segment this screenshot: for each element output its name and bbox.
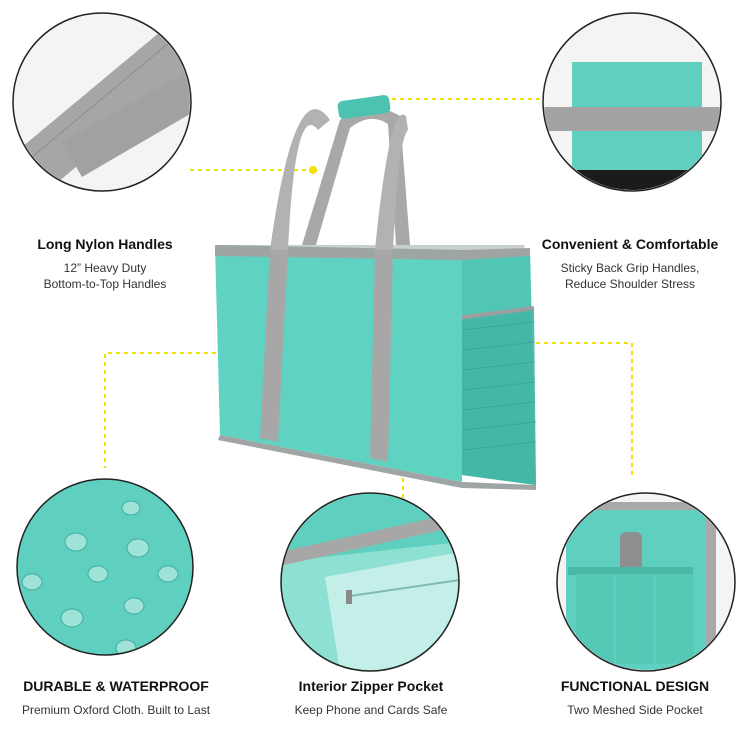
feature-line: Keep Phone and Cards Safe: [294, 703, 448, 717]
feature-line: Bottom-to-Top Handles: [43, 277, 167, 291]
feature-title: FUNCTIONAL DESIGN: [560, 678, 710, 694]
feature-line: Sticky Back Grip Handles,: [560, 261, 700, 275]
feature-zipper: Interior Zipper Pocket Keep Phone and Ca…: [260, 678, 482, 718]
feature-line: 12” Heavy Duty: [63, 261, 147, 275]
waterproof-fabric-image: [16, 478, 194, 656]
feature-title: Interior Zipper Pocket: [298, 678, 444, 694]
feature-line: Premium Oxford Cloth. Built to Last: [21, 703, 211, 717]
feature-title: DURABLE & WATERPROOF: [23, 678, 209, 694]
feature-functional: FUNCTIONAL DESIGN Two Meshed Side Pocket: [530, 678, 740, 718]
feature-waterproof: DURABLE & WATERPROOF Premium Oxford Clot…: [0, 678, 232, 718]
zipper-pocket-image: [280, 492, 460, 672]
feature-title: Long Nylon Handles: [37, 236, 173, 252]
feature-line: Two Meshed Side Pocket: [567, 703, 703, 717]
side-pocket-image: [556, 492, 736, 672]
callout-dot-handles: [309, 166, 317, 174]
callout-line-functional: [512, 342, 633, 478]
feature-grip: Convenient & Comfortable Sticky Back Gri…: [520, 236, 740, 292]
grip-detail-image: [542, 12, 722, 192]
feature-title: Convenient & Comfortable: [541, 236, 719, 252]
callout-line-waterproof: [104, 352, 232, 468]
tote-bag-image: [215, 95, 537, 490]
feature-line: Reduce Shoulder Stress: [564, 277, 696, 291]
feature-handles: Long Nylon Handles 12” Heavy Duty Bottom…: [0, 236, 210, 292]
handles-detail-image: [12, 12, 192, 192]
